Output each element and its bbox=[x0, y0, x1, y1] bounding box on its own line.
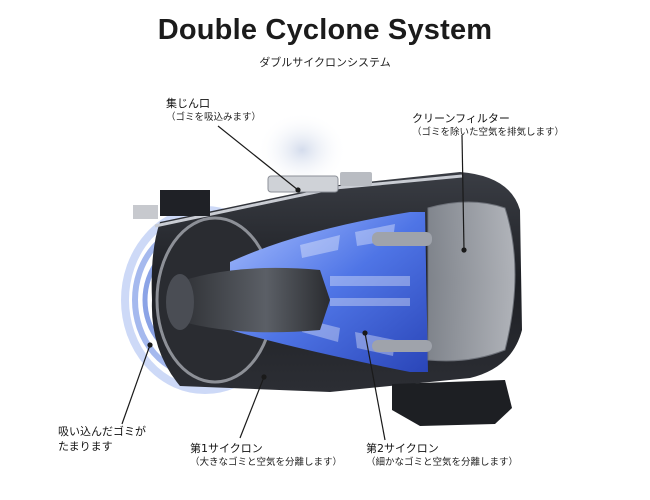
clean-filter bbox=[427, 201, 516, 362]
label-cyclone1-desc: （大きなゴミと空気を分離します） bbox=[190, 457, 343, 468]
pointer-filter bbox=[461, 134, 465, 251]
pointer-dust bbox=[121, 344, 151, 425]
left-latch bbox=[133, 205, 158, 219]
top-handle-mount bbox=[340, 172, 372, 186]
label-dust: 吸い込んだゴミが たまります bbox=[58, 424, 146, 454]
label-filter: クリーンフィルター （ゴミを除いた空気を排気します） bbox=[412, 111, 564, 140]
label-cyclone1-name: 第1サイクロン bbox=[190, 442, 263, 455]
pointer-dots bbox=[147, 187, 467, 380]
bottom-connector bbox=[392, 380, 512, 426]
label-inlet-name: 集じん口 bbox=[166, 97, 210, 110]
diagram-title: Double Cyclone System bbox=[157, 14, 493, 46]
label-filter-desc: （ゴミを除いた空気を排気します） bbox=[412, 127, 565, 138]
label-filter-name: クリーンフィルター bbox=[412, 112, 510, 125]
label-inlet: 集じん口 （ゴミを吸込みます） bbox=[166, 96, 261, 125]
label-dust-line2: たまります bbox=[58, 440, 113, 453]
label-cyclone2-name: 第2サイクロン bbox=[366, 442, 439, 455]
pointer-cyclone1 bbox=[239, 376, 265, 439]
label-dust-line1: 吸い込んだゴミが bbox=[58, 425, 146, 438]
label-cyclone1: 第1サイクロン （大きなゴミと空気を分離します） bbox=[190, 441, 342, 470]
diagram-subtitle: ダブルサイクロンシステム bbox=[259, 56, 391, 69]
inlet-nozzle bbox=[267, 175, 339, 193]
label-inlet-desc: （ゴミを吸込みます） bbox=[166, 112, 262, 123]
pointer-cyclone2 bbox=[364, 332, 386, 441]
label-cyclone2: 第2サイクロン （細かなゴミと空気を分離します） bbox=[366, 441, 518, 470]
pointer-lines bbox=[121, 125, 465, 441]
label-cyclone2-desc: （細かなゴミと空気を分離します） bbox=[366, 457, 519, 468]
exhaust-mist bbox=[257, 112, 347, 188]
pointer-inlet bbox=[217, 125, 299, 191]
cone-tip bbox=[166, 274, 194, 330]
filter-tube-bottom bbox=[372, 340, 432, 352]
left-clip bbox=[160, 190, 210, 216]
central-cone bbox=[170, 267, 330, 333]
filter-tube-top bbox=[372, 232, 432, 246]
